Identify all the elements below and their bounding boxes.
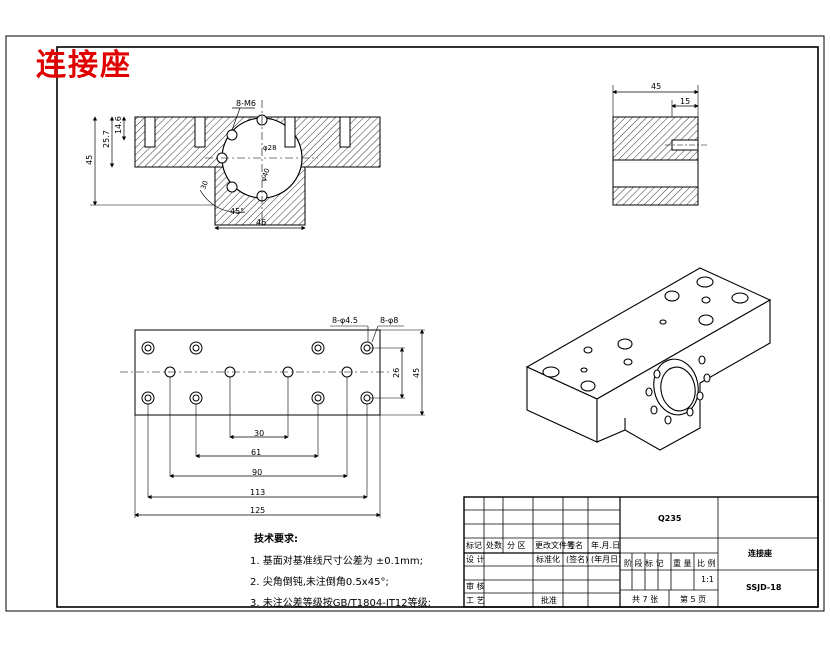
front-dim-angle: 45° <box>230 207 244 216</box>
top-dim-90: 90 <box>252 468 262 477</box>
note-item-3: 3. 未注公差等级按GB/T1804-IT12等级; <box>250 598 432 609</box>
inner-border <box>56 46 819 608</box>
label-standardization: 标准化 <box>536 555 560 564</box>
isometric-view <box>525 267 772 451</box>
outer-border <box>5 35 825 612</box>
title-block <box>463 496 819 608</box>
label-date: (年月日) <box>591 555 622 564</box>
label-process: 工 艺 <box>466 596 485 605</box>
row-header-change-doc: 更改文件号 <box>535 541 575 550</box>
front-thread-callout: 8-M6 <box>236 99 256 108</box>
top-callout-small-holes: 8-φ4.5 <box>332 316 358 325</box>
top-dim-26: 26 <box>392 368 401 378</box>
row-header-signature: 签名 <box>567 541 583 550</box>
scale-value: 1:1 <box>701 575 714 584</box>
row-header-count: 处数 <box>486 541 502 550</box>
front-dim-46: 46 <box>256 218 266 227</box>
drawing-number: SSJD-18 <box>746 583 782 592</box>
sheet-total: 共 7 张 <box>632 595 659 604</box>
scale-header: 比 例 <box>697 559 716 568</box>
top-dim-125: 125 <box>250 506 265 515</box>
front-dim-25-7: 25.7 <box>102 130 111 148</box>
row-header-date: 年.月.日 <box>591 541 621 550</box>
weight-header: 重 量 <box>673 559 692 568</box>
label-approve: 批准 <box>541 596 557 605</box>
top-dim-61: 61 <box>251 448 261 457</box>
bolt-circle-holes <box>216 114 268 202</box>
top-dim-30: 30 <box>254 429 264 438</box>
label-review: 审 核 <box>466 582 485 591</box>
top-dim-45: 45 <box>412 368 421 378</box>
front-dim-bore: φ28 <box>263 144 277 152</box>
label-sign: (签名) <box>566 555 589 564</box>
front-dim-14-6: 14.6 <box>114 116 123 134</box>
front-dim-45: 45 <box>85 155 94 165</box>
label-design: 设 计 <box>466 555 485 564</box>
top-dim-113: 113 <box>250 488 265 497</box>
part-name-label: 连接座 <box>748 549 772 558</box>
side-dim-45: 45 <box>651 82 661 91</box>
row-header-mark: 标记 <box>466 541 482 550</box>
side-view <box>612 85 708 206</box>
side-dim-15: 15 <box>680 97 690 106</box>
drawing-title: 连接座 <box>36 48 132 83</box>
front-dim-30: 30 <box>199 180 210 191</box>
notes-title: 技术要求: <box>254 534 298 545</box>
front-view <box>90 100 381 231</box>
row-header-zone: 分 区 <box>507 541 526 550</box>
material-label: Q235 <box>658 514 682 523</box>
top-callout-large-holes: 8-φ8 <box>380 316 398 325</box>
note-item-2: 2. 尖角倒钝,未注倒角0.5x45°; <box>250 577 389 588</box>
top-view <box>120 325 425 518</box>
note-item-1: 1. 基面对基准线尺寸公差为 ±0.1mm; <box>250 556 424 567</box>
stage-header: 阶 段 标 记 <box>624 559 664 568</box>
sheet-number: 第 5 页 <box>680 595 707 604</box>
